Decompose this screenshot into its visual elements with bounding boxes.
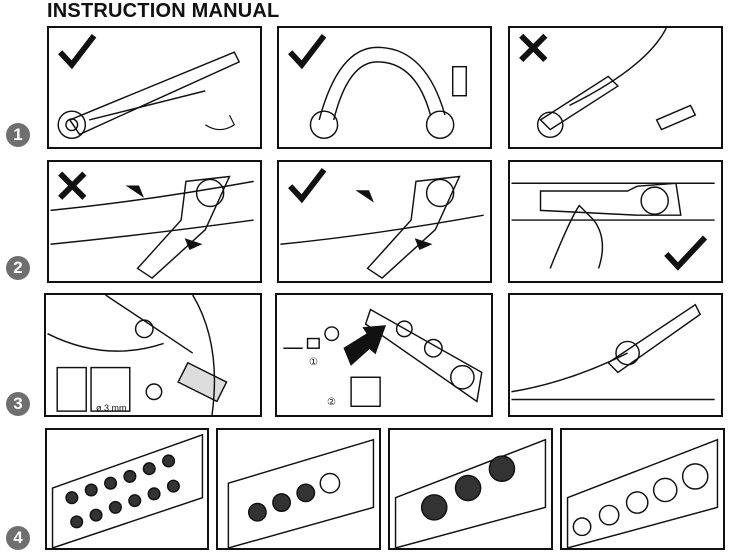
step1-panel-correct <box>277 26 492 149</box>
step1-panel-incorrect <box>508 26 723 149</box>
step-badge: 4 <box>6 526 30 550</box>
cross-icon <box>58 171 87 200</box>
step4-panel-pins-many <box>45 428 209 550</box>
drill-size-label: ø 3 mm <box>96 403 127 413</box>
check-icon <box>58 33 97 70</box>
step4-panel-pins-large <box>388 428 553 550</box>
step3-panel-result <box>508 293 723 417</box>
check-icon <box>664 235 708 271</box>
step-badge: 1 <box>6 123 30 147</box>
step2-panel-incorrect <box>47 160 262 283</box>
step2-panel-correct <box>277 160 492 283</box>
cross-icon <box>519 33 548 62</box>
step1-panel-correct <box>47 26 262 149</box>
check-icon <box>288 167 327 204</box>
step-badge: 3 <box>6 392 30 416</box>
step4-panel-pins-medium <box>216 428 381 550</box>
step2-panel-correct <box>508 160 723 283</box>
step3-panel-assembly: ① ② <box>275 293 493 417</box>
page-title: INSTRUCTION MANUAL <box>47 0 280 22</box>
step4-panel-caps <box>560 428 725 550</box>
step3-panel-drill: ø 3 mm <box>44 293 262 417</box>
step-badge: 2 <box>6 256 30 280</box>
callout-1: ① <box>309 357 318 368</box>
callout-2: ② <box>327 397 336 408</box>
check-icon <box>288 33 327 70</box>
